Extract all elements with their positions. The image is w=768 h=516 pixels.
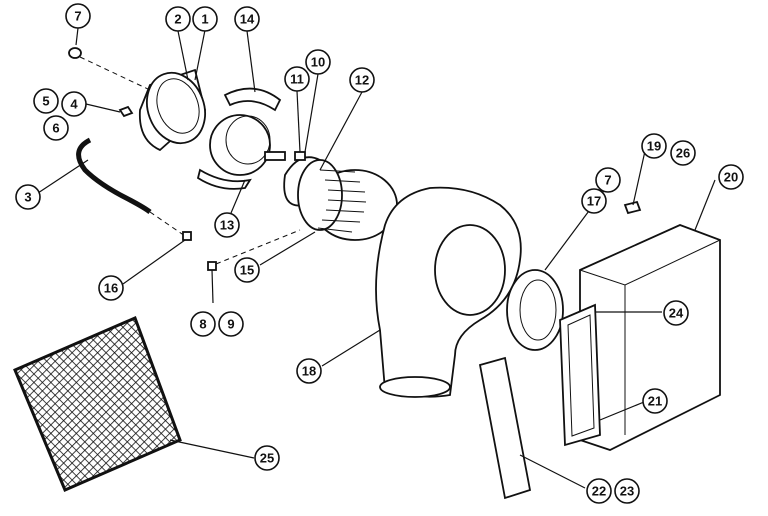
callout-17: 17 (581, 188, 607, 214)
callout-label: 25 (260, 451, 274, 466)
part-screw (118, 105, 134, 118)
part-small-screw (182, 231, 192, 241)
callout-label: 15 (240, 263, 254, 278)
callout-label: 26 (676, 146, 690, 161)
leader-lines (37, 27, 716, 489)
part-motor (196, 114, 286, 190)
callout-20: 20 (718, 164, 744, 190)
part-nut (68, 47, 151, 91)
callout-label: 16 (104, 281, 118, 296)
callout-26: 26 (670, 140, 696, 166)
callout-label: 18 (302, 364, 316, 379)
callout-9: 9 (218, 311, 244, 337)
callout-label: 23 (620, 484, 634, 499)
callout-label: 5 (42, 94, 49, 109)
part-access-panel (478, 356, 532, 500)
callout-label: 4 (70, 97, 78, 112)
callout-14: 14 (234, 6, 260, 32)
callout-13: 13 (214, 212, 240, 238)
part-inlet-ring (506, 269, 564, 351)
callout-label: 24 (669, 306, 684, 321)
callout-label: 8 (199, 317, 206, 332)
part-blower-housing (375, 186, 522, 398)
part-panel-insert (559, 303, 601, 447)
callout-label: 20 (724, 170, 738, 185)
callout-8: 8 (190, 311, 216, 337)
callout-11: 11 (284, 66, 310, 92)
callout-label: 6 (52, 121, 59, 136)
callout-19: 19 (641, 133, 667, 159)
callout-4: 4 (61, 91, 87, 117)
callout-label: 2 (174, 12, 181, 27)
callout-21: 21 (642, 388, 668, 414)
callout-label: 3 (24, 190, 31, 205)
callout-label: 19 (647, 139, 661, 154)
callout-12: 12 (349, 67, 375, 93)
callout-label: 21 (648, 394, 662, 409)
part-cabinet-box (579, 224, 721, 451)
callout-label: 7 (74, 9, 81, 24)
callout-5: 5 (33, 88, 59, 114)
callout-7-top: 7 (65, 3, 91, 29)
part-clamp-band (223, 87, 282, 112)
callout-18: 18 (296, 358, 322, 384)
callout-label: 10 (311, 55, 325, 70)
part-blower-wheel (297, 159, 398, 241)
callout-label: 9 (227, 317, 234, 332)
callout-6: 6 (43, 115, 69, 141)
callout-7-right: 7 (595, 167, 621, 193)
callout-2: 2 (165, 6, 191, 32)
callout-23: 23 (614, 478, 640, 504)
callout-16: 16 (98, 275, 124, 301)
callout-label: 17 (587, 194, 601, 209)
callout-25: 25 (254, 445, 280, 471)
part-clip (623, 200, 642, 215)
callout-3: 3 (15, 184, 41, 210)
callout-label: 13 (220, 218, 234, 233)
callout-label: 22 (592, 484, 606, 499)
part-motor-mount-flange (138, 68, 207, 152)
callout-10: 10 (305, 49, 331, 75)
callout-label: 14 (240, 12, 255, 27)
callout-label: 1 (201, 12, 208, 27)
part-filter (13, 315, 182, 492)
callout-label: 11 (290, 72, 304, 87)
callout-label: 7 (604, 173, 611, 188)
callout-15: 15 (234, 257, 260, 283)
callout-22: 22 (586, 478, 612, 504)
callout-1: 1 (192, 6, 218, 32)
part-wiring-harness (76, 137, 186, 237)
callout-label: 12 (355, 73, 369, 88)
callout-24: 24 (663, 300, 689, 326)
